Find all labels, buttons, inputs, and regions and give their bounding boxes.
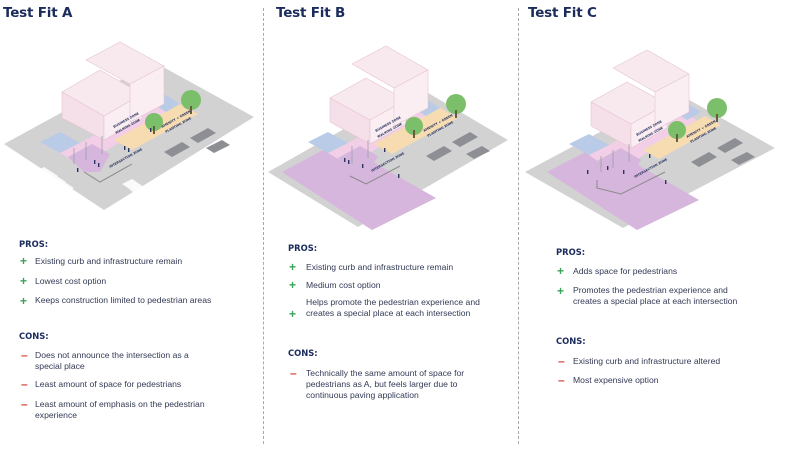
- pro-item: Medium cost option: [306, 280, 381, 290]
- minus-icon: –: [558, 373, 565, 387]
- test-fit-a-illustration: BUSINESS ZONE WALKING ZONE AMENITY + GRE…: [4, 41, 254, 210]
- pro-item: Adds space for pedestrians: [573, 266, 678, 276]
- test-fit-b-illustration: BUSINESS ZONE WALKING ZONE AMENITY + GRE…: [268, 45, 508, 230]
- con-item: Most expensive option: [573, 375, 659, 385]
- pro-item: Promotes the pedestrian experience and c…: [573, 285, 738, 306]
- plus-icon: +: [289, 278, 297, 292]
- plus-icon: +: [20, 294, 28, 308]
- column-divider: [518, 8, 519, 444]
- pro-item: Lowest cost option: [35, 276, 107, 286]
- test-fit-b-card: Test Fit B BUSINESS ZONE WALKING ZONE AM…: [264, 0, 517, 450]
- pro-item: Existing curb and infrastructure remain: [35, 256, 183, 266]
- minus-icon: –: [290, 366, 297, 380]
- test-fit-c-illustration: BUSINESS ZONE WALKING ZONE AMENITY + GRE…: [525, 49, 775, 230]
- con-item: Does not announce the intersection as a …: [35, 350, 189, 371]
- pros-heading: PROS:: [19, 239, 49, 249]
- con-item: Existing curb and infrastructure altered: [573, 356, 721, 366]
- minus-icon: –: [21, 397, 28, 411]
- test-fit-a-card: Test Fit A: [0, 0, 262, 450]
- plus-icon: +: [289, 307, 297, 321]
- column-divider: [263, 8, 264, 444]
- plus-icon: +: [20, 254, 28, 268]
- cons-heading: CONS:: [19, 331, 49, 341]
- card-title: Test Fit A: [3, 5, 73, 21]
- pro-item: Existing curb and infrastructure remain: [306, 262, 454, 272]
- pros-heading: PROS:: [556, 247, 586, 257]
- pro-item: Keeps construction limited to pedestrian…: [35, 295, 212, 305]
- plus-icon: +: [289, 260, 297, 274]
- plus-icon: +: [557, 284, 565, 298]
- minus-icon: –: [558, 354, 565, 368]
- card-title: Test Fit B: [276, 5, 346, 21]
- minus-icon: –: [21, 348, 28, 362]
- minus-icon: –: [21, 377, 28, 391]
- plus-icon: +: [20, 274, 28, 288]
- con-item: Least amount of space for pedestrians: [35, 379, 182, 389]
- pro-item: Helps promote the pedestrian experience …: [306, 297, 480, 318]
- con-item: Technically the same amount of space for…: [306, 368, 465, 400]
- con-item: Least amount of emphasis on the pedestri…: [35, 399, 205, 420]
- plus-icon: +: [557, 264, 565, 278]
- cons-heading: CONS:: [556, 336, 586, 346]
- card-title: Test Fit C: [528, 5, 597, 21]
- cons-heading: CONS:: [288, 348, 318, 358]
- test-fit-c-card: Test Fit C BUSINESS ZONE WALKING ZONE AM…: [519, 0, 789, 450]
- pros-heading: PROS:: [288, 243, 318, 253]
